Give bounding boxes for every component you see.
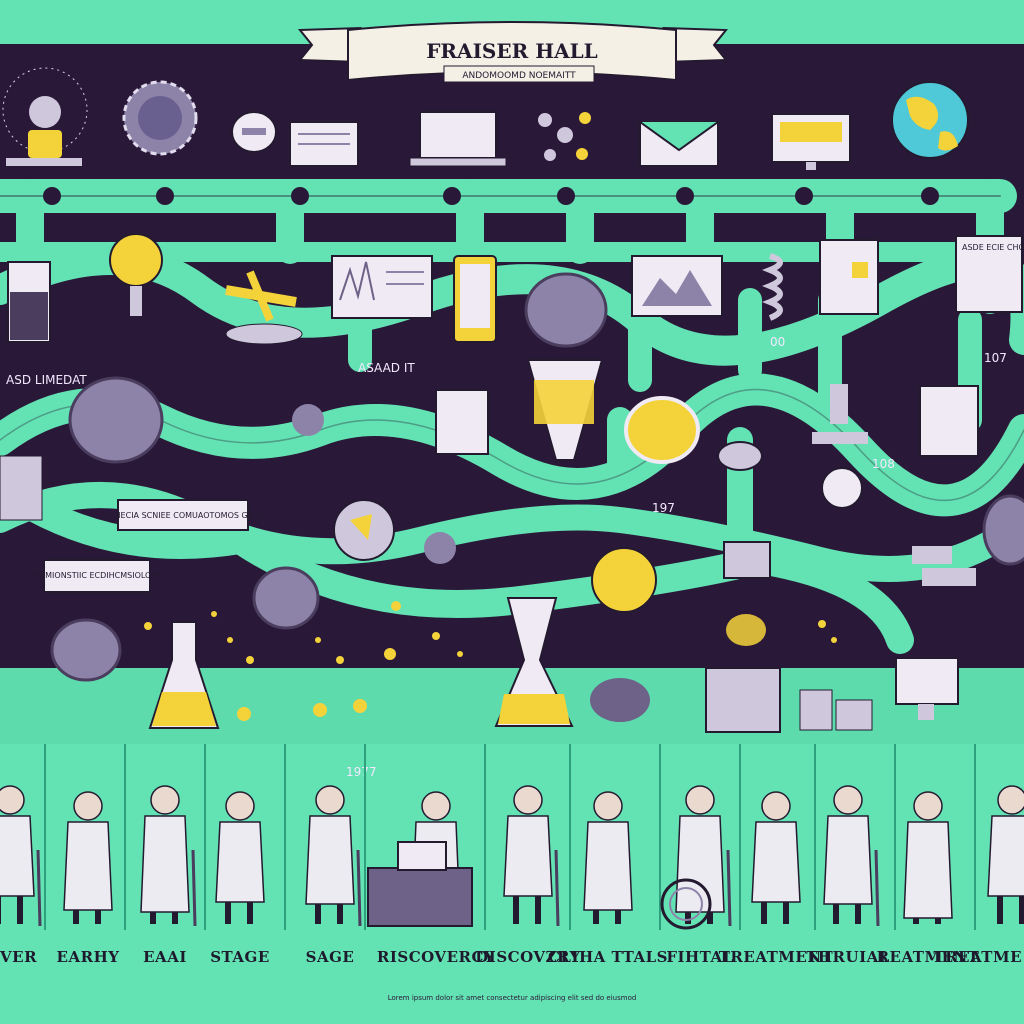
- stage-label: SAGE: [306, 948, 355, 966]
- research-note-icon: ASDE ECIE CHOMOAECSIDNECOSE ECICTOOLOMS: [955, 235, 1024, 313]
- elderly-figure: [140, 785, 197, 927]
- callout-right: ASDE ECIE CHOMOAECSIDNECOSE ECICTOOLOMS: [962, 243, 1024, 252]
- stage-label: TREATMENT: [719, 948, 834, 966]
- elderly-figure: [903, 791, 953, 924]
- year-label-1: 1977: [346, 765, 377, 779]
- callout-1: ECDIECIA SCNIEE COMUAOTOMOS GARU: [101, 499, 265, 531]
- year-label-4: 107: [984, 351, 1007, 365]
- desk-icon: [367, 841, 473, 927]
- beaker-tube-icon: [7, 261, 51, 343]
- stage-label: EAAI: [143, 948, 187, 966]
- stage-label: RISCOVERCY: [377, 948, 495, 966]
- elderly-figure: [987, 785, 1024, 924]
- elderly-figures-row: [0, 785, 1024, 927]
- computer-icon: [895, 657, 959, 720]
- side-label-2: ASAAD IT: [358, 361, 415, 375]
- elderly-figure: [503, 785, 560, 927]
- brain-icon-1: [524, 272, 608, 348]
- virus-icon-2: [292, 404, 324, 436]
- elderly-figure: [215, 791, 265, 924]
- footer-text: Lorem ipsum dolor sit amet consectetur a…: [388, 994, 637, 1002]
- tablet-icon: [453, 255, 497, 343]
- laptop-icon: [409, 111, 507, 167]
- microscope-icon: [812, 384, 868, 444]
- banner-subtitle: ANDOMOOMD NOEMAITT: [462, 71, 576, 81]
- elderly-figure: [583, 791, 633, 924]
- elderly-figure: [63, 791, 113, 924]
- stage-dividers: [44, 744, 976, 930]
- stage-label: DISCOVZRY: [475, 948, 580, 966]
- server-stack-icon: [912, 546, 976, 586]
- virus-icon-3: [424, 532, 456, 564]
- footer-band: [0, 986, 1024, 1024]
- chat-bubble-icon: [231, 111, 277, 153]
- dna-strand-icon: [225, 270, 303, 345]
- wheelchair-icon: [660, 878, 712, 930]
- stage-label: THRUIAL: [806, 948, 890, 966]
- person-network-icon: [2, 67, 88, 166]
- funnel-icon: [526, 359, 604, 461]
- banner-title: FRAISER HALL: [426, 39, 598, 63]
- chart-screen-icon: [331, 255, 433, 319]
- gold-dish-icon: [624, 396, 700, 464]
- coin-stack-icon: [799, 689, 873, 731]
- envelope-icon: [639, 121, 719, 167]
- document-icon-2: [435, 389, 489, 455]
- stage-labels: VER EARHY EAAI STAGE SAGE RISCOVERCYDISCOVZRY…: [0, 948, 1022, 966]
- document-icon-1: [819, 239, 879, 315]
- leaf-icon: [717, 441, 763, 471]
- timeline-nodes: [43, 187, 939, 205]
- spring-icon: [761, 253, 783, 321]
- middle-icons: ASDE ECIE CHOMOAECSIDNECOSE ECICTOOLOMS: [0, 233, 1024, 682]
- stage-label: TREATME: [933, 948, 1022, 966]
- rock-cluster-icon: [590, 678, 650, 722]
- printer-icon: [705, 614, 781, 733]
- brain-icon-5: [982, 494, 1024, 566]
- gold-coin-icon-2: [591, 547, 657, 613]
- monitor-icon-1: [289, 121, 359, 167]
- year-label-3: 108: [872, 457, 895, 471]
- flask-icon: [148, 621, 220, 729]
- virus-icon: [122, 80, 198, 156]
- chart-icon-left: [0, 455, 43, 521]
- paper-stack-icon: [919, 385, 979, 457]
- top-icon-row: [2, 67, 969, 170]
- stage-label: STAGE: [210, 948, 270, 966]
- brain-icon-4: [50, 618, 122, 682]
- side-label-1: ASD LIMEDAT: [6, 373, 87, 387]
- elderly-figure: [751, 791, 801, 924]
- year-label-5: 00: [770, 335, 785, 349]
- spectrum-monitor-icon: [631, 255, 723, 317]
- device-icon: [723, 541, 771, 579]
- callout-2: DOMIONSTIIC ECDIHCMSIOLOSY: [33, 559, 162, 593]
- elderly-figure: [823, 785, 880, 927]
- stage-label: REATMENT: [877, 948, 980, 966]
- hourglass-icon: [494, 597, 574, 727]
- planet-icon: [821, 467, 863, 509]
- lab-equipment-row: [148, 597, 959, 733]
- stage-label: VER: [0, 948, 37, 966]
- brain-icon-3: [252, 566, 320, 630]
- elderly-figure: [305, 785, 362, 927]
- callout-2-text: DOMIONSTIIC ECDIHCMSIOLOSY: [33, 571, 162, 580]
- year-label-2: 197: [652, 501, 675, 515]
- gold-coin-icon-1: [109, 233, 163, 316]
- stage-label: EARHY: [57, 948, 120, 966]
- molecule-icon: [538, 112, 591, 161]
- sparkle-dots: [144, 601, 837, 721]
- monitor-icon-2: [771, 113, 851, 170]
- stage-label: CLIHA TTALS: [548, 948, 668, 966]
- title-banner: FRAISER HALL ANDOMOOMD NOEMAITT: [297, 21, 729, 83]
- globe-icon: [891, 81, 969, 159]
- coin-globe-icon: [333, 499, 395, 561]
- brain-icon-2: [68, 376, 164, 464]
- stage-label: FIHTAL: [666, 948, 733, 966]
- callout-1-text: ECDIECIA SCNIEE COMUAOTOMOS GARU: [101, 511, 264, 520]
- elderly-figure: [0, 785, 42, 927]
